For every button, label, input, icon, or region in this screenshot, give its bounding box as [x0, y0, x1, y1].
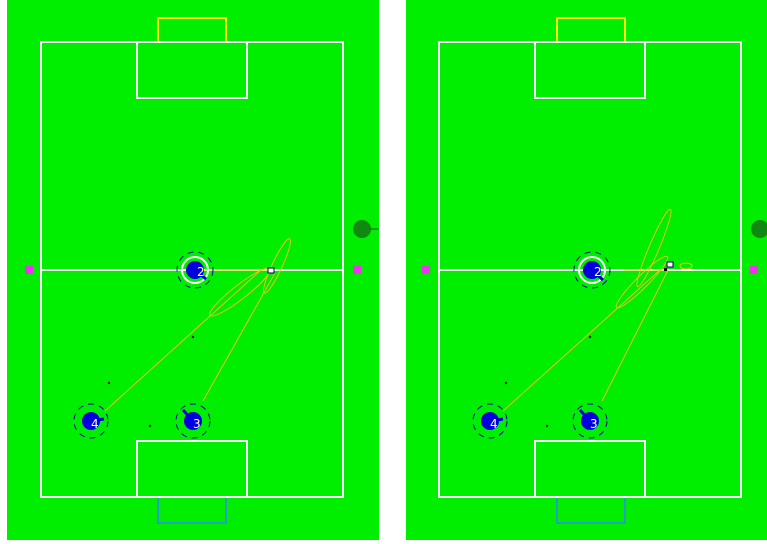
soccer-field-right: 2 4 3	[406, 0, 767, 540]
right-marker	[353, 266, 361, 274]
robot-number: 4	[490, 417, 498, 431]
field-view-left[interactable]: 2 4 3	[7, 0, 379, 540]
ball-shadow	[664, 268, 667, 271]
left-marker	[422, 266, 430, 274]
offfield-robot	[353, 220, 371, 238]
field-view-right[interactable]: 2 4 3	[406, 0, 767, 540]
robot-number: 3	[193, 417, 201, 431]
left-marker	[25, 266, 33, 274]
robot-number: 2	[594, 265, 602, 279]
robot-number: 3	[590, 417, 598, 431]
robot-number: 4	[91, 417, 99, 431]
robot-number: 2	[197, 265, 205, 279]
soccer-field-left: 2 4 3	[7, 0, 379, 540]
ball	[268, 268, 274, 273]
ball	[667, 262, 673, 267]
right-marker	[750, 266, 758, 274]
